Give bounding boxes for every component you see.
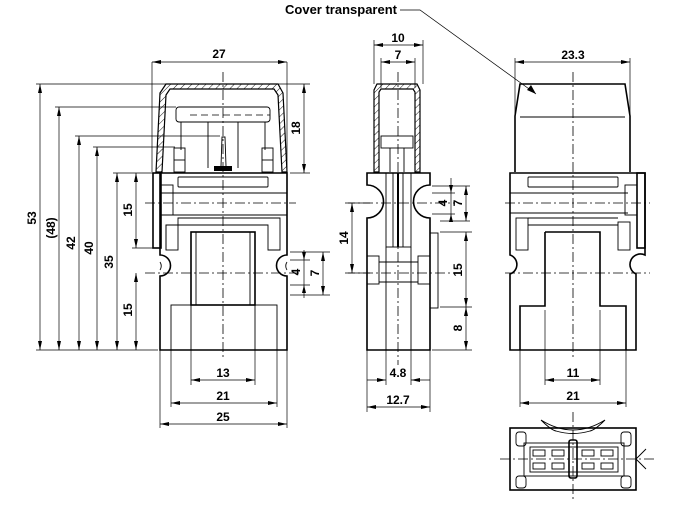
side-view: 10 7 14 4 7 15 8: [337, 31, 472, 412]
dim-25: 25: [216, 410, 230, 424]
cover-transparent-label: Cover transparent: [285, 2, 398, 17]
side-cover-section: [373, 83, 421, 173]
cover-transparent-callout: Cover transparent: [285, 2, 537, 95]
rear-view: 23.3 11 21: [505, 48, 650, 407]
dim-15-upper: 15: [121, 203, 135, 217]
dim-53: 53: [25, 211, 39, 225]
dim-23-3: 23.3: [561, 48, 585, 62]
dim-21-rear: 21: [566, 389, 580, 403]
dim-27: 27: [212, 47, 226, 61]
dim-15-lower: 15: [121, 303, 135, 317]
dim-40: 40: [82, 241, 96, 255]
dim-13: 13: [216, 366, 230, 380]
dim-7: 7: [308, 269, 322, 276]
front-body: [159, 172, 288, 351]
plan-contact-frame: [523, 442, 625, 477]
dim-10: 10: [391, 31, 405, 45]
dim-7-top: 7: [395, 48, 402, 62]
leader-arrow: [527, 85, 536, 94]
rear-cover: [514, 83, 631, 172]
dim-14: 14: [337, 231, 351, 245]
dim-4: 4: [289, 268, 303, 275]
plan-side-clip: [635, 448, 647, 470]
dim-7-side: 7: [451, 199, 465, 206]
front-pin: [220, 136, 227, 167]
side-inner-block: [380, 135, 414, 149]
rear-center-frame: [519, 231, 627, 350]
dim-21: 21: [216, 389, 230, 403]
dim-35: 35: [102, 255, 116, 269]
dim-18: 18: [289, 121, 303, 135]
dim-15-side: 15: [451, 263, 465, 277]
dim-42: 42: [64, 236, 78, 250]
leader-line: [400, 9, 537, 95]
dim-11: 11: [567, 366, 580, 380]
front-view: 27 18 53 (48) 42 40 35 15 15 4 7: [25, 47, 330, 428]
rear-body: [509, 172, 646, 351]
dim-12-7: 12.7: [386, 393, 410, 407]
dim-8: 8: [451, 324, 465, 331]
dim-48: (48): [44, 217, 58, 238]
dim-4-side: 4: [436, 199, 450, 206]
plan-clip: [540, 419, 606, 434]
plan-view: [500, 412, 655, 500]
side-flange: [429, 232, 439, 309]
front-bottom-block: [170, 304, 278, 351]
dim-4-8: 4.8: [390, 366, 407, 380]
